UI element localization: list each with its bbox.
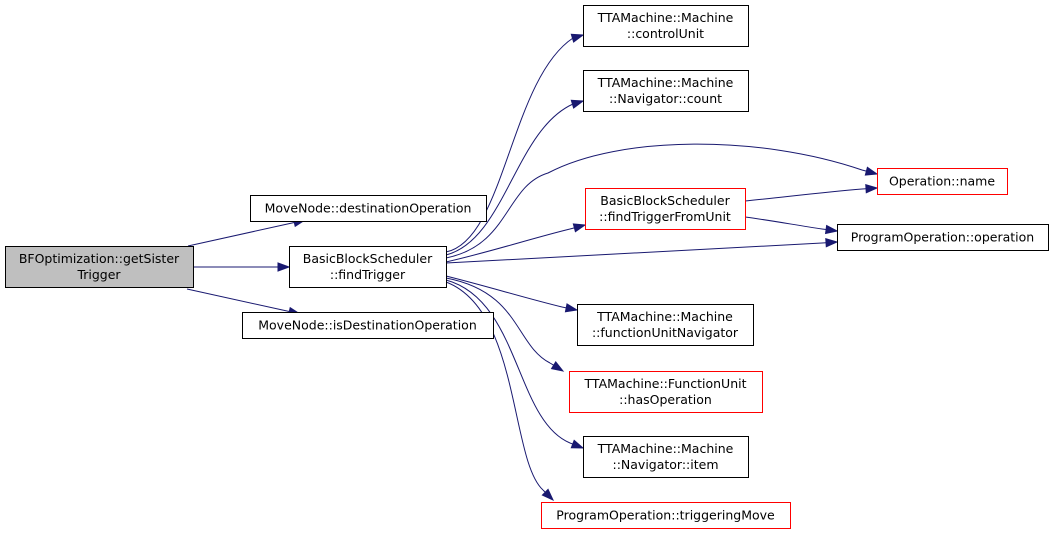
node-label-line: TTAMachine::FunctionUnit: [584, 376, 747, 391]
edge-line: [445, 143, 863, 259]
node-label-line: ::controlUnit: [627, 26, 704, 41]
edge-root-find_trigger: [193, 262, 291, 272]
arrowhead: [864, 166, 879, 176]
node-box: [837, 224, 1049, 251]
arrowhead: [824, 224, 839, 235]
edge-line: [187, 222, 293, 247]
edge-line: [744, 188, 863, 202]
node-box: [585, 188, 746, 230]
arrowhead: [572, 223, 587, 233]
node-label-line: TTAMachine::Machine: [596, 309, 733, 324]
edge-root-dest_op: [187, 217, 307, 247]
node-box: [569, 371, 763, 413]
arrowhead: [277, 262, 291, 272]
node-label-line: BasicBlockScheduler: [303, 251, 433, 266]
node-label-line: TTAMachine::Machine: [597, 441, 734, 456]
node-find-trigger[interactable]: BasicBlockScheduler::findTrigger: [289, 246, 447, 288]
edge-ft-nav_count: [445, 99, 585, 256]
node-box: [541, 502, 791, 529]
edge-ft-has_op: [445, 277, 565, 372]
node-box: [583, 436, 749, 478]
edge-line-tail: [561, 306, 567, 309]
edge-line: [445, 281, 544, 491]
node-label-line: ProgramOperation::triggeringMove: [556, 508, 775, 523]
node-label-line: TTAMachine::Machine: [597, 10, 734, 25]
arrowhead: [541, 488, 555, 502]
node-label-line: ::findTrigger: [330, 267, 406, 282]
node-trig-move[interactable]: ProgramOperation::triggeringMove: [541, 502, 791, 529]
node-box: [250, 195, 487, 222]
edge-line: [445, 275, 563, 308]
arrowhead: [550, 360, 565, 372]
call-nodes: BFOptimization::getSisterTriggerMoveNode…: [5, 5, 1049, 529]
edge-line-tail: [861, 169, 867, 172]
node-label-line: Trigger: [76, 267, 121, 282]
node-nav-item[interactable]: TTAMachine::Machine::Navigator::item: [583, 436, 749, 478]
edge-line: [186, 288, 288, 312]
node-control-unit[interactable]: TTAMachine::Machine::controlUnit: [583, 5, 749, 47]
node-label-line: ::findTriggerFromUnit: [599, 209, 731, 224]
node-label-line: ::Navigator::item: [612, 457, 718, 472]
node-box: [583, 70, 749, 112]
edge-line-tail: [542, 489, 546, 493]
node-has-op[interactable]: TTAMachine::FunctionUnit::hasOperation: [569, 371, 763, 413]
edge-line-tail: [569, 227, 575, 230]
edge-line: [445, 228, 571, 263]
node-is-dest-op[interactable]: MoveNode::isDestinationOperation: [242, 312, 494, 339]
node-label-line: MoveNode::destinationOperation: [265, 201, 472, 216]
edge-line: [445, 37, 574, 253]
arrowhead: [570, 439, 585, 449]
edge-ft-find_from_unit: [445, 223, 587, 263]
node-fu-nav[interactable]: TTAMachine::Machine::functionUnitNavigat…: [577, 304, 754, 346]
edge-ffu-op_name: [744, 184, 879, 202]
arrowhead: [570, 33, 585, 43]
edge-ft-trig_move: [445, 281, 555, 502]
arrowhead: [570, 99, 585, 109]
node-label-line: ProgramOperation::operation: [851, 230, 1034, 245]
edge-line: [744, 216, 823, 230]
edge-line-tail: [821, 228, 827, 231]
edge-ft-nav_item: [445, 279, 585, 449]
node-box: [877, 168, 1008, 195]
edge-ft-prog_op: [445, 238, 839, 264]
node-label-line: BasicBlockScheduler: [600, 193, 730, 208]
node-box: [583, 5, 749, 47]
node-box: [289, 246, 447, 288]
node-label-line: MoveNode::isDestinationOperation: [258, 318, 477, 333]
node-label-line: Operation::name: [889, 174, 995, 189]
edge-line: [445, 279, 571, 444]
node-label-line: ::Navigator::count: [609, 91, 722, 106]
node-op-name[interactable]: Operation::name: [877, 168, 1008, 195]
arrowhead: [865, 184, 879, 194]
node-label-line: ::functionUnitNavigator: [592, 325, 739, 340]
edge-line: [445, 103, 574, 256]
node-label-line: BFOptimization::getSister: [19, 251, 180, 266]
edge-line: [445, 277, 551, 364]
node-box: [5, 246, 194, 288]
node-dest-op[interactable]: MoveNode::destinationOperation: [250, 195, 487, 222]
node-nav-count[interactable]: TTAMachine::Machine::Navigator::count: [583, 70, 749, 112]
arrowhead: [825, 238, 839, 248]
edge-ft-op_name: [445, 143, 879, 259]
edge-line-tail: [549, 362, 554, 366]
node-find-from-unit[interactable]: BasicBlockScheduler::findTriggerFromUnit: [585, 188, 746, 230]
edge-root-is_dest_op: [186, 288, 302, 317]
edge-line: [445, 242, 823, 264]
edge-ffu-prog_op: [744, 216, 839, 235]
node-label-line: TTAMachine::Machine: [597, 75, 734, 90]
node-prog-op[interactable]: ProgramOperation::operation: [837, 224, 1049, 251]
edge-ft-fu_nav: [445, 275, 579, 313]
node-label-line: ::hasOperation: [619, 392, 712, 407]
arrowhead: [564, 303, 579, 313]
edge-ft-control_unit: [445, 33, 585, 253]
node-box: [242, 312, 494, 339]
node-box: [577, 304, 754, 346]
